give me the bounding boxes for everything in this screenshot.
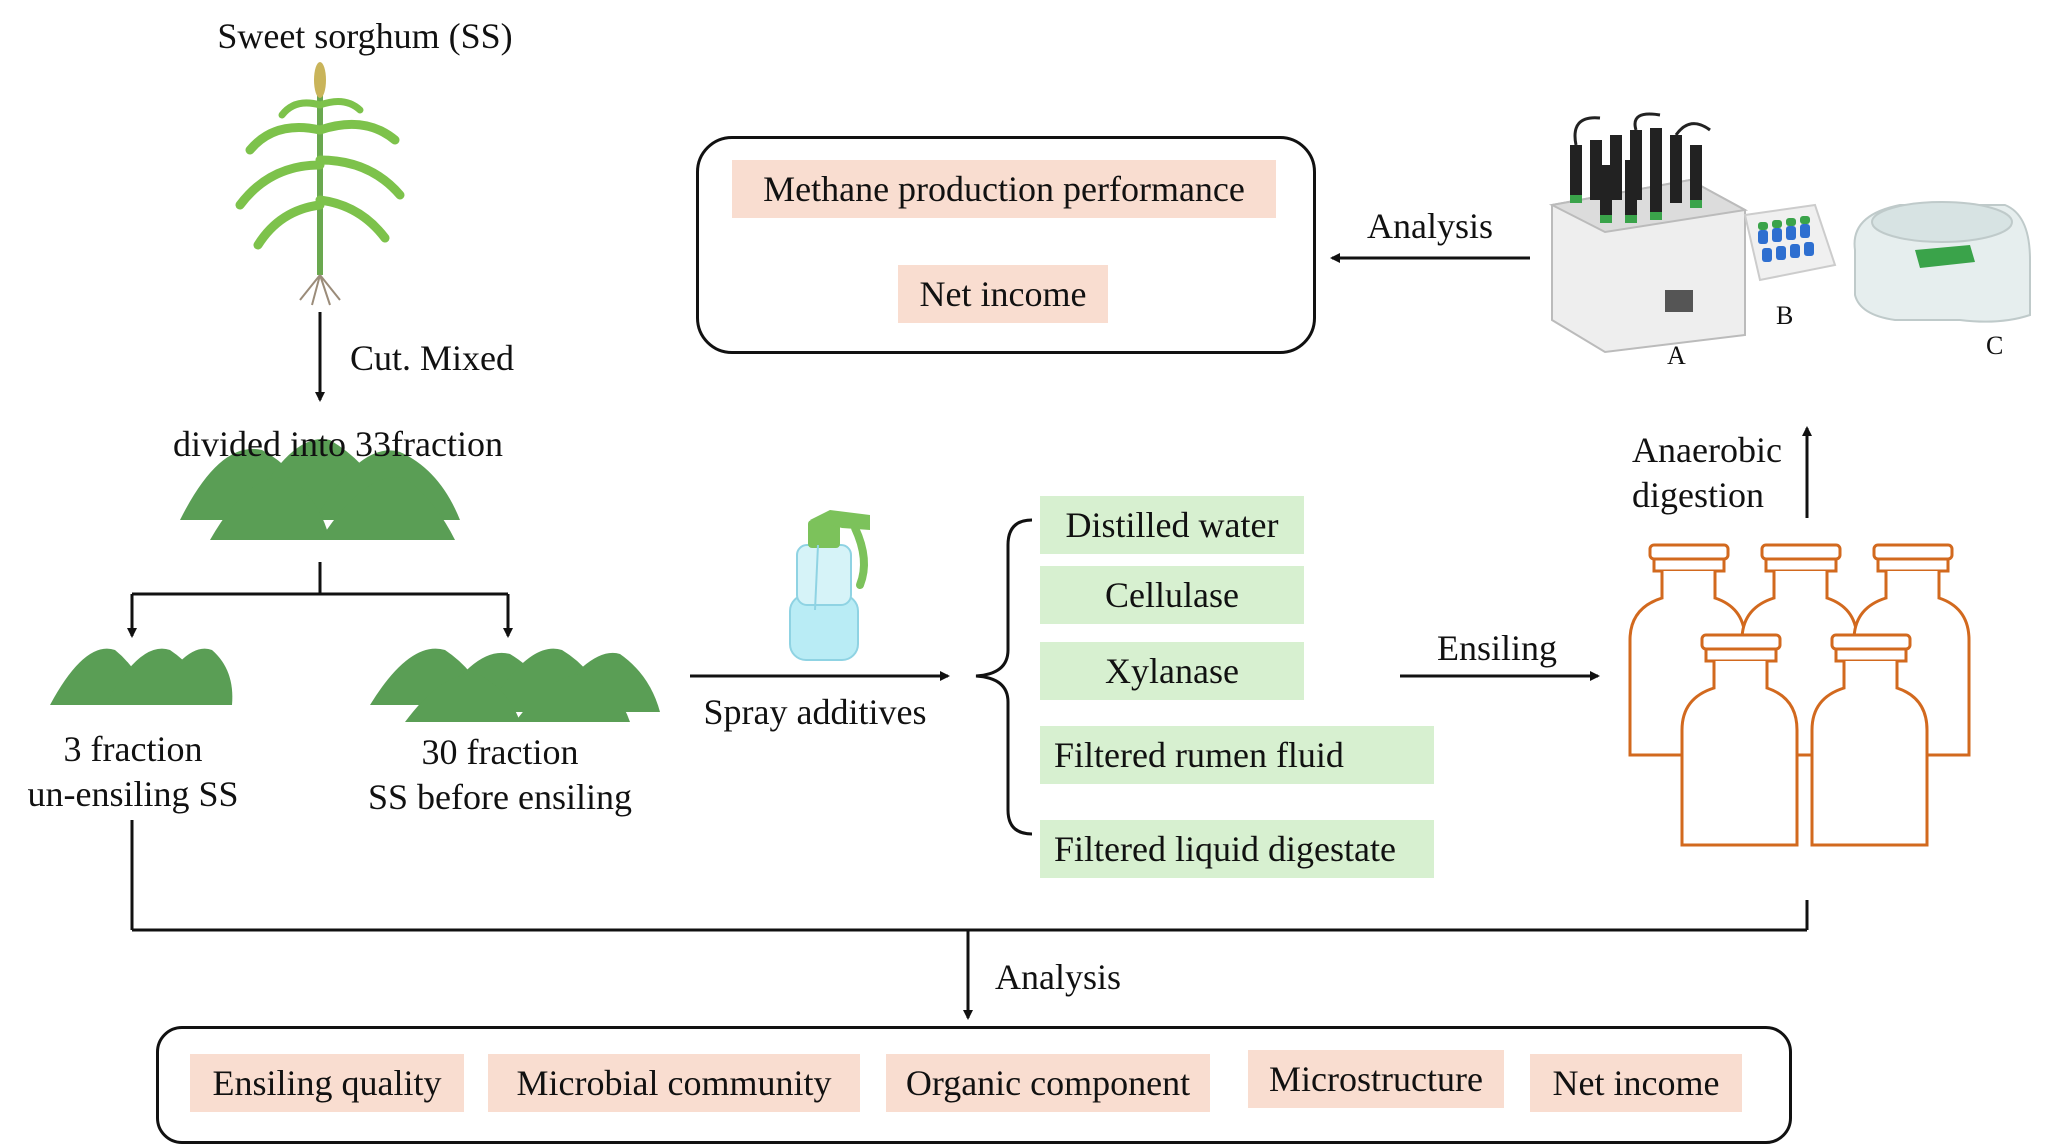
right-fraction-line2: SS before ensiling [368,777,632,817]
ampts-equipment-c-icon [1853,201,2031,323]
bottom-connector [130,820,1809,1020]
result-organic-component: Organic component [886,1054,1210,1112]
result-net-income-top: Net income [898,265,1108,323]
ampts-equipment-b-icon [1743,203,1837,282]
equipment-label-c: C [1986,331,2004,360]
anaerobic-label-line1: Anaerobic [1632,430,1782,470]
additive-filtered-liquid-digestate: Filtered liquid digestate [1040,820,1434,878]
cut-mixed-label: Cut. Mixed [350,338,515,378]
pile-group-3 [50,648,233,705]
pile-group-33 [180,439,460,540]
left-fraction-line1: 3 fraction [63,729,203,769]
result-ensiling-quality: Ensiling quality [190,1054,464,1112]
additive-cellulase: Cellulase [1040,566,1304,624]
equipment-label-a: A [1667,341,1686,370]
additive-distilled-water: Distilled water [1040,496,1304,554]
pile-group-30 [370,648,660,722]
sweet-sorghum-label: Sweet sorghum (SS) [217,16,513,56]
result-net-income-bottom: Net income [1530,1054,1742,1112]
additive-xylanase: Xylanase [1040,642,1304,700]
silage-bottles-icon [1628,543,1971,847]
sweet-sorghum-plant-icon [235,62,405,306]
divided-label: divided into 33fraction [173,424,503,464]
anaerobic-label-line2: digestion [1632,475,1764,515]
spray-additives-label: Spray additives [703,692,927,732]
additive-filtered-rumen-fluid: Filtered rumen fluid [1040,726,1434,784]
analysis-bottom-label: Analysis [995,957,1121,997]
spray-bottle-icon [789,510,870,661]
left-fraction-line2: un-ensiling SS [27,774,239,814]
ampts-equipment-a-icon [1548,112,1749,354]
additives-brace [975,518,1033,836]
right-fraction-line1: 30 fraction [421,732,579,772]
result-methane-production: Methane production performance [732,160,1276,218]
result-microbial-community: Microbial community [488,1054,860,1112]
equipment-label-b: B [1776,301,1794,330]
ensiling-label: Ensiling [1436,628,1558,668]
result-microstructure: Microstructure [1248,1050,1504,1108]
branch-connector [127,562,513,638]
analysis-top-label: Analysis [1367,206,1493,246]
